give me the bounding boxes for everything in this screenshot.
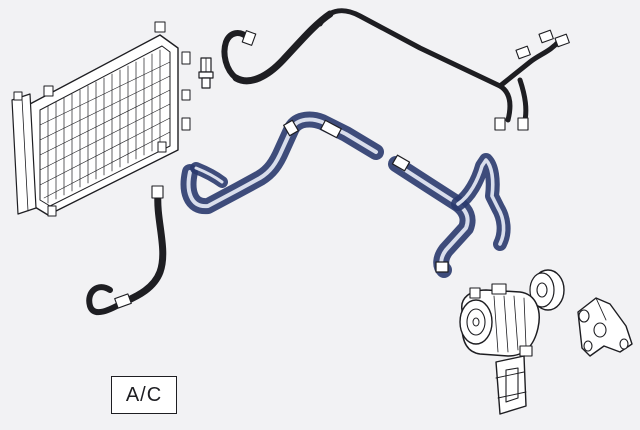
compressor-icon bbox=[459, 283, 540, 357]
diagram-label-text: A/C bbox=[125, 383, 163, 406]
diagram-label: A/C bbox=[111, 376, 177, 414]
pulley-icon bbox=[529, 269, 565, 311]
compressor-support-bracket-icon bbox=[495, 355, 527, 415]
pressure-switch-sensor-icon bbox=[198, 57, 214, 89]
liquid-line-lower-hose-icon bbox=[86, 185, 167, 316]
condenser-radiator-icon bbox=[11, 21, 191, 217]
suction-hose-upper-hose-icon bbox=[221, 10, 334, 85]
long-refrigerant-line-pipe-icon bbox=[317, 8, 570, 131]
highlighted-line-left-pipe-icon bbox=[180, 111, 384, 215]
highlighted-line-right-pipe-icon bbox=[388, 153, 511, 278]
mounting-bracket-icon bbox=[577, 297, 633, 357]
